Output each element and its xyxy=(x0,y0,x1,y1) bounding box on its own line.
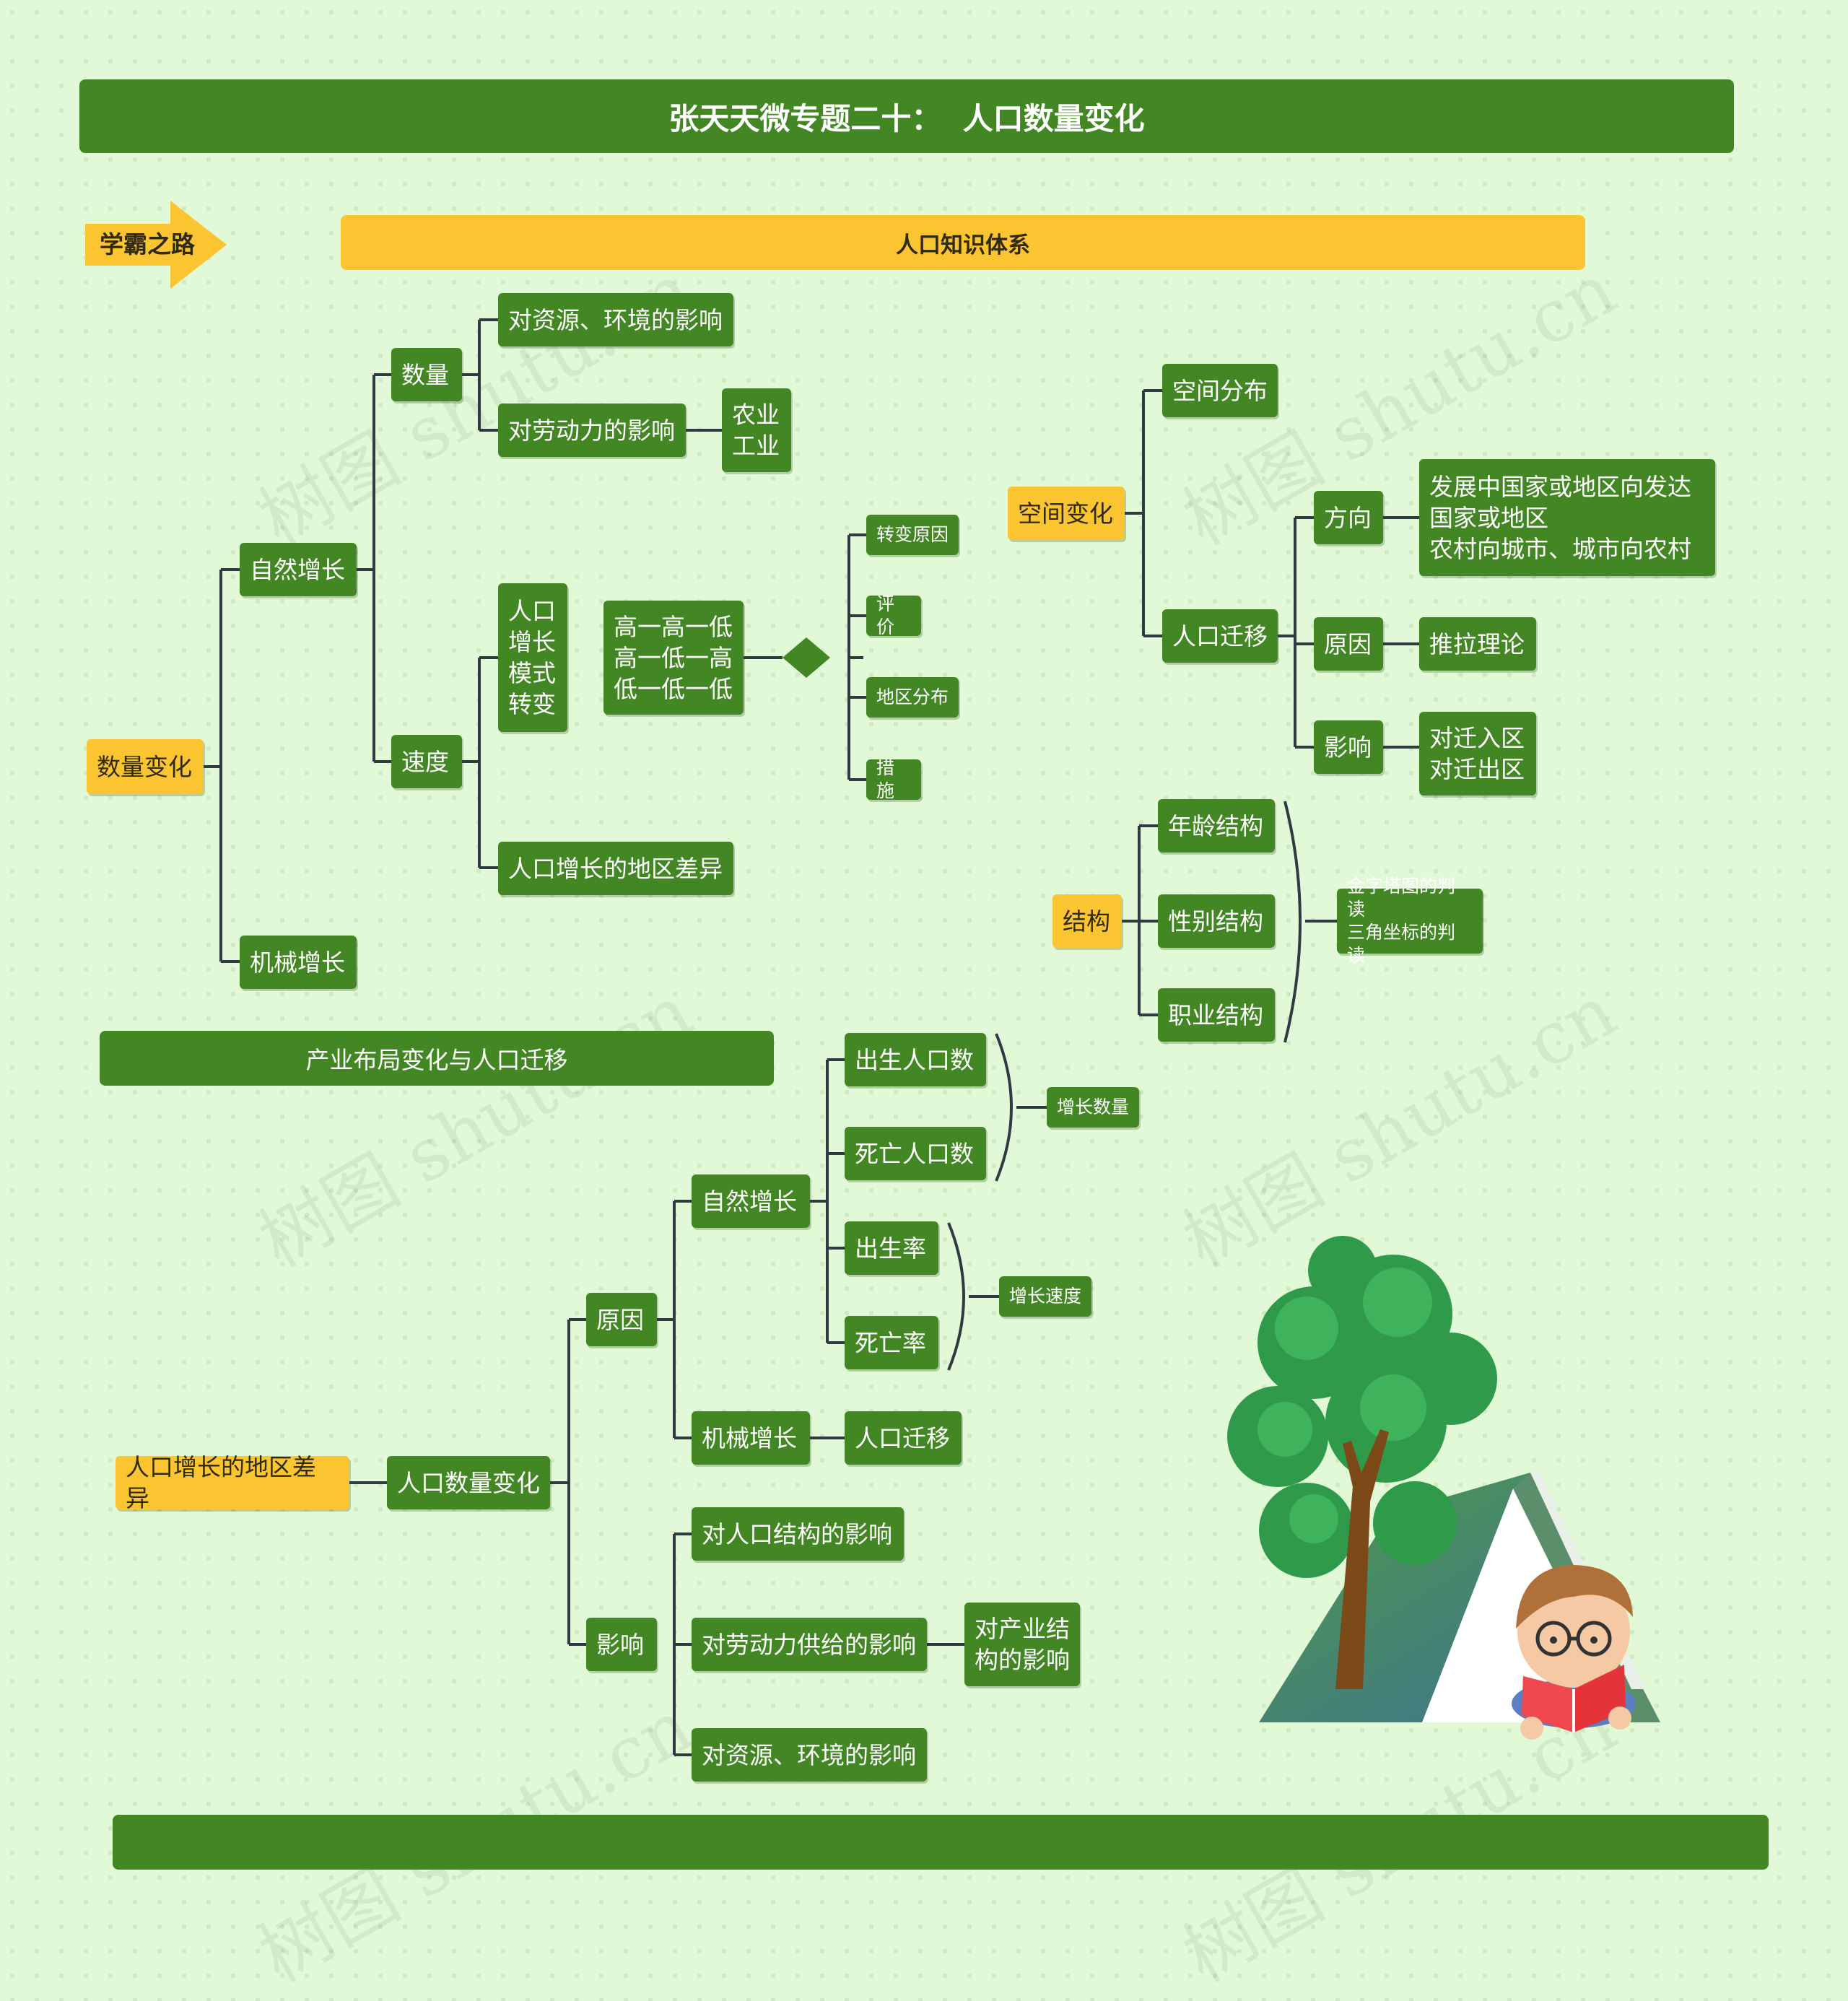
node-direction-detail: 发展中国家或地区向发达 国家或地区 农村向城市、城市向农村 xyxy=(1419,459,1715,576)
node-effect-2: 影响 xyxy=(586,1618,657,1671)
node-deaths: 死亡人口数 xyxy=(845,1127,986,1180)
reading-child-illustration xyxy=(1227,1236,1660,1740)
node-population-change: 人口数量变化 xyxy=(387,1456,550,1509)
node-death-rate: 死亡率 xyxy=(845,1316,938,1369)
node-quantity: 数量 xyxy=(391,348,462,401)
node-in-out-areas: 对迁入区 对迁出区 xyxy=(1419,712,1536,795)
node-structure-impact: 对人口结构的影响 xyxy=(692,1507,904,1561)
node-growth-model: 人口 增长 模式 转变 xyxy=(498,583,567,732)
badge-arrow: 学霸之路 xyxy=(85,201,227,289)
node-birth-rate: 出生率 xyxy=(845,1221,938,1275)
node-migration-2: 人口迁移 xyxy=(845,1411,962,1465)
badge-label: 学霸之路 xyxy=(100,230,195,258)
node-speed: 速度 xyxy=(391,735,462,788)
node-spatial-change: 空间变化 xyxy=(1008,487,1125,540)
node-age-structure: 年龄结构 xyxy=(1158,799,1275,853)
node-resource-environment-2: 对资源、环境的影响 xyxy=(692,1728,927,1782)
connector-lines xyxy=(204,318,1419,1756)
title-bar: 张天天微专题二十： 人口数量变化 xyxy=(79,79,1734,153)
node-population-migration: 人口迁移 xyxy=(1162,609,1278,663)
node-job-structure: 职业结构 xyxy=(1158,988,1275,1042)
node-direction: 方向 xyxy=(1314,491,1383,544)
node-regional-distribution: 地区分布 xyxy=(866,677,959,718)
node-agriculture-industry: 农业 工业 xyxy=(722,388,791,472)
footer-bar xyxy=(113,1815,1769,1870)
node-growth-pattern: 高一高一低 高一低一高 低一低一低 xyxy=(603,601,744,715)
page-title: 张天天微专题二十： 人口数量变化 xyxy=(668,100,1145,136)
node-births: 出生人口数 xyxy=(845,1033,986,1086)
arrow-icon xyxy=(85,201,227,289)
node-evaluation: 评价 xyxy=(866,593,921,637)
subtitle: 人口知识体系 xyxy=(896,232,1030,258)
section-bar: 产业布局变化与人口迁移 xyxy=(100,1031,774,1086)
node-labor-impact: 对劳动力的影响 xyxy=(498,404,686,457)
node-transition-reason: 转变原因 xyxy=(866,515,959,555)
node-industry-structure: 对产业结 构的影响 xyxy=(964,1603,1080,1686)
node-mechanical-growth-2: 机械增长 xyxy=(692,1411,810,1465)
node-labor-supply: 对劳动力供给的影响 xyxy=(692,1618,927,1671)
node-resource-environment: 对资源、环境的影响 xyxy=(498,293,733,346)
node-effect: 影响 xyxy=(1314,720,1383,774)
node-natural-growth: 自然增长 xyxy=(240,543,357,596)
node-cause-2: 原因 xyxy=(586,1293,657,1346)
node-measures: 措施 xyxy=(866,757,921,801)
subtitle-bar: 人口知识体系 xyxy=(341,215,1585,270)
node-natural-growth-2: 自然增长 xyxy=(692,1174,810,1228)
node-chart-reading: 金字塔图的判读 三角坐标的判读 xyxy=(1337,876,1483,966)
node-spatial-distribution: 空间分布 xyxy=(1162,364,1278,417)
node-regional-difference: 人口增长的地区差异 xyxy=(498,842,733,895)
node-growth-count: 增长数量 xyxy=(1047,1087,1139,1128)
node-regional-difference-root: 人口增长的地区差异 xyxy=(116,1453,349,1512)
node-quantity-change: 数量变化 xyxy=(87,739,204,794)
node-gender-structure: 性别结构 xyxy=(1158,894,1275,948)
diamond-icon xyxy=(783,637,830,678)
node-push-pull: 推拉理论 xyxy=(1419,617,1536,671)
node-structure: 结构 xyxy=(1052,894,1122,948)
section-title: 产业布局变化与人口迁移 xyxy=(305,1046,568,1074)
node-cause: 原因 xyxy=(1314,617,1383,671)
node-growth-speed: 增长速度 xyxy=(999,1276,1091,1317)
node-mechanical-growth: 机械增长 xyxy=(240,936,357,989)
